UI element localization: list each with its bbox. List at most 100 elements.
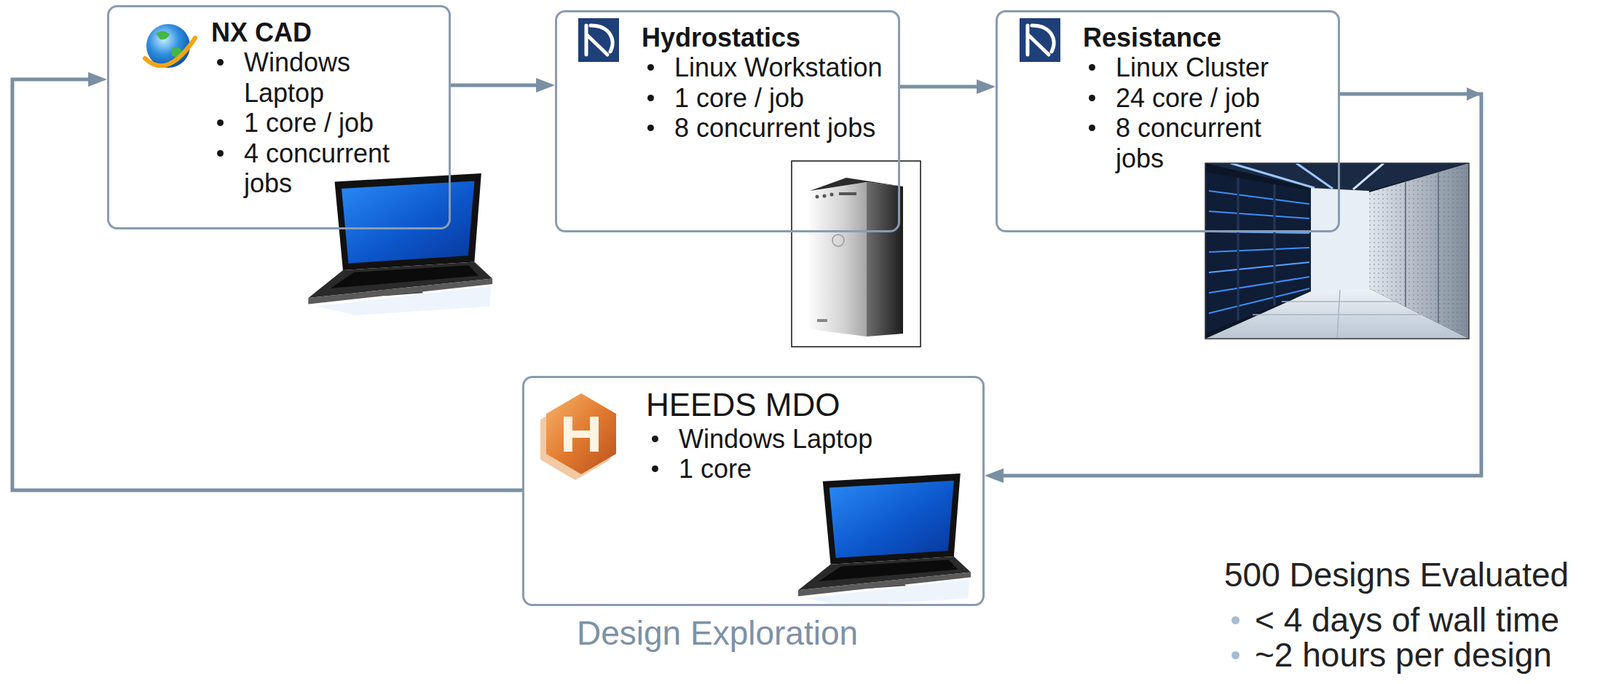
item-row: Windows Laptop — [211, 47, 442, 108]
laptop-picture — [308, 173, 971, 607]
nx-logo — [144, 37, 196, 66]
spec-text: 8 concurrent jobs — [674, 112, 876, 143]
cluster-picture — [1208, 276, 1310, 293]
cluster-picture — [1252, 313, 1428, 316]
cluster-picture — [1205, 163, 1469, 339]
item-row: 1 core — [645, 453, 976, 484]
workstation-picture — [822, 194, 827, 199]
tool-name: NX CAD — [211, 17, 312, 48]
bullet-dot — [647, 94, 654, 102]
head-row: HEEDS MDO — [645, 386, 976, 424]
item-row: 24 core / job — [1082, 83, 1331, 113]
bullet-dot — [647, 124, 654, 132]
workstation-picture — [809, 182, 867, 337]
nx-logo — [155, 31, 170, 41]
heeds-logo — [540, 393, 617, 480]
spec-text: Windows Laptop — [243, 47, 405, 108]
cluster-picture — [1208, 190, 1310, 204]
cluster-picture — [1205, 288, 1469, 339]
bullet-dot — [1231, 616, 1240, 625]
optimizer-box: HEEDS MDOWindows Laptop1 coreDesign Expl… — [522, 375, 985, 606]
head-row: Resistance — [1082, 22, 1331, 53]
bullet-dot — [1231, 651, 1240, 660]
spec-text: Linux Workstation — [674, 52, 882, 83]
cluster-picture — [1273, 184, 1276, 306]
tool-name: Resistance — [1082, 22, 1222, 53]
item-row: 4 concurrent jobs — [211, 138, 442, 199]
bullet-dot — [1088, 94, 1096, 102]
cluster-picture — [1237, 177, 1240, 321]
head-row: NX CAD — [211, 17, 442, 48]
bullet-dot — [217, 150, 224, 157]
cluster-picture — [1208, 211, 1310, 219]
cluster-picture — [1437, 171, 1440, 324]
spec-text: 8 concurrent jobs — [1115, 112, 1284, 174]
workstation-picture — [791, 160, 921, 347]
heeds-logo — [563, 430, 599, 438]
simcenter-logo — [578, 18, 620, 62]
cluster-picture — [1205, 163, 1469, 339]
summary-note: < 4 days of wall time — [1254, 601, 1560, 639]
cluster-picture — [1296, 163, 1333, 189]
spec-text: Windows Laptop — [678, 423, 873, 454]
item-row: Linux Cluster — [1082, 52, 1331, 83]
group-caption: Design Exploration — [576, 613, 858, 653]
item-row: 1 core / job — [211, 107, 442, 138]
workstation-picture — [866, 182, 904, 337]
workstation-picture — [832, 234, 845, 247]
spec-text: 1 core / job — [674, 83, 805, 113]
item-row: 8 concurrent jobs — [641, 112, 891, 143]
item-row: 1 core / job — [641, 83, 891, 113]
nx-logo — [146, 24, 191, 68]
flow-arrow — [12, 79, 523, 491]
tool-name: HEEDS MDO — [645, 386, 840, 424]
outside-row: Design Exploration — [576, 613, 858, 653]
bullet-dot — [1088, 124, 1096, 132]
bullet-dot — [217, 119, 224, 126]
summary-row: ~2 hours per design — [1224, 636, 1552, 674]
heeds-logo — [546, 393, 617, 475]
cluster-picture — [1353, 163, 1384, 190]
connector-group — [12, 79, 1482, 491]
cluster-picture — [1205, 163, 1469, 339]
laptop-picture — [308, 173, 493, 316]
bullet-dot — [651, 465, 659, 472]
laptop-picture — [798, 473, 971, 607]
cluster-picture — [1208, 247, 1310, 252]
flow-arrow — [450, 83, 545, 88]
nx-logo — [144, 24, 196, 68]
workstation-picture — [817, 318, 828, 322]
item-row: Windows Laptop — [645, 423, 976, 454]
tool-box: NX CADWindows Laptop1 core / job4 concur… — [107, 5, 451, 230]
workstation-picture — [815, 195, 820, 199]
item-row: 8 concurrent jobs — [1082, 112, 1331, 174]
spec-text: 1 core / job — [243, 107, 374, 138]
cluster-picture — [1310, 187, 1370, 293]
cluster-picture — [1404, 182, 1407, 307]
tool-name: Hydrostatics — [641, 22, 801, 53]
flow-arrow — [900, 85, 986, 89]
bullet-dot — [651, 435, 659, 443]
workstation-picture — [791, 160, 921, 347]
workstation-picture — [809, 177, 904, 191]
spec-text: Linux Cluster — [1115, 52, 1269, 83]
summary-note: 500 Designs Evaluated — [1224, 556, 1569, 594]
tool-box: ResistanceLinux Cluster24 core / job8 co… — [995, 10, 1341, 233]
bullet-dot — [1088, 64, 1096, 71]
spec-text: 24 core / job — [1115, 83, 1260, 113]
tool-box: HydrostaticsLinux Workstation1 core / jo… — [554, 10, 901, 233]
summary-row: 500 Designs Evaluated — [1224, 556, 1569, 594]
summary-note: ~2 hours per design — [1254, 636, 1552, 674]
cluster-picture — [1281, 300, 1399, 303]
summary-row: < 4 days of wall time — [1224, 601, 1560, 639]
head-row: Hydrostatics — [641, 22, 891, 53]
workstation-picture — [830, 192, 834, 197]
simcenter-logo — [1019, 18, 1061, 62]
spec-text: 1 core — [678, 453, 752, 484]
bullet-dot — [217, 58, 224, 66]
cluster-picture — [1205, 163, 1469, 339]
spec-text: 4 concurrent jobs — [243, 138, 405, 199]
cluster-picture — [1208, 262, 1310, 273]
flow-arrow — [994, 93, 1482, 476]
